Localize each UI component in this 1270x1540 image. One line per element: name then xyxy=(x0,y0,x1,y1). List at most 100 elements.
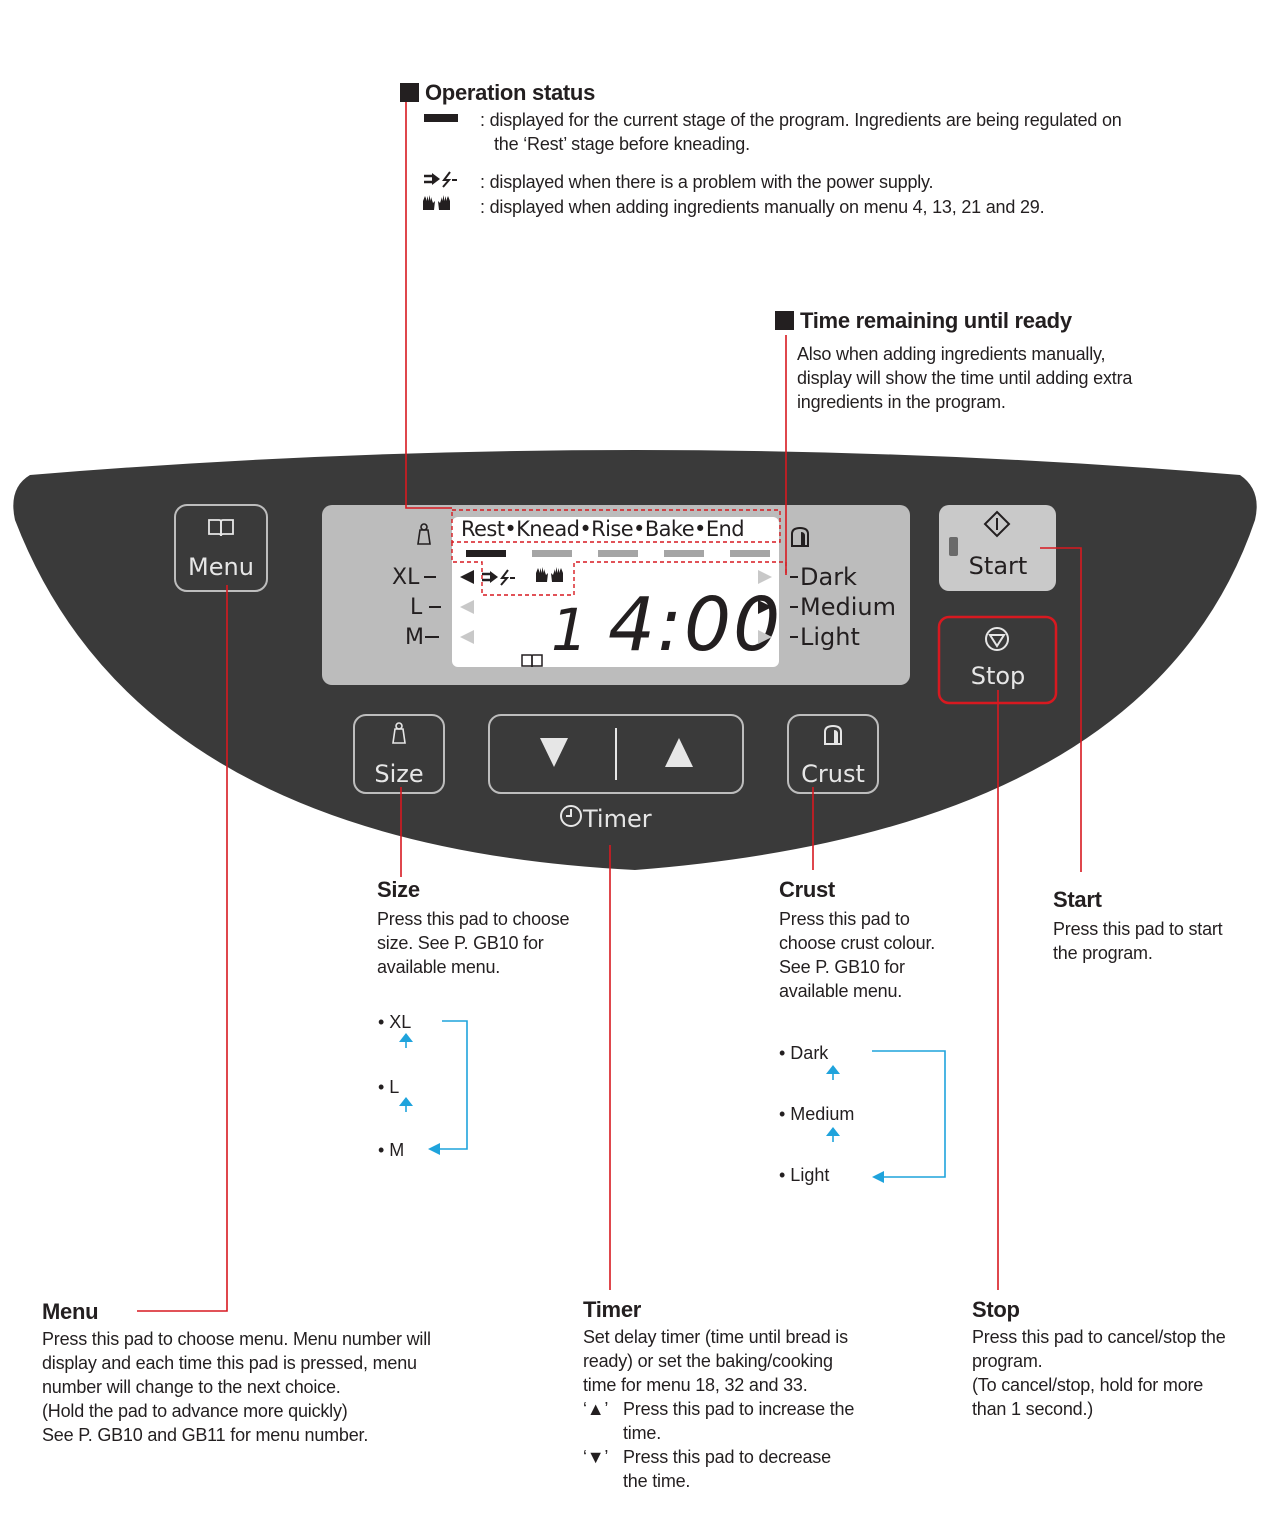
stop-note-line: (To cancel/stop, hold for more xyxy=(972,1375,1204,1395)
menu-note-line: display and each time this pad is presse… xyxy=(42,1353,417,1373)
start-note-title: Start xyxy=(1053,887,1102,912)
stage-label-bake: Bake xyxy=(645,517,694,541)
operation-status-block: Operation status xyxy=(400,80,595,106)
crust-level-medium: Medium xyxy=(800,593,896,621)
icon-highlight-box xyxy=(451,542,787,596)
size-pointer-xl-icon xyxy=(460,570,474,584)
crust-button-label: Crust xyxy=(801,760,865,788)
time-remaining-block: Time remaining until ready xyxy=(775,308,1072,334)
size-note-line: available menu. xyxy=(377,957,501,977)
control-panel: Menu Rest•Knead•Rise•Bake•End XL L M xyxy=(13,450,1257,870)
crust-note: Crust Press this pad to choose crust col… xyxy=(779,877,935,1003)
size-note: Size Press this pad to choose size. See … xyxy=(377,877,570,979)
weight-icon xyxy=(417,523,431,545)
menu-button-label: Menu xyxy=(188,553,254,581)
menu-note: Menu Press this pad to choose menu. Menu… xyxy=(42,1299,431,1447)
square-bullet-icon xyxy=(775,311,794,330)
size-button-label: Size xyxy=(374,760,423,788)
timer-buttons xyxy=(488,714,744,794)
square-bullet-icon xyxy=(400,83,419,102)
start-icon xyxy=(983,510,1011,538)
start-button[interactable]: Start xyxy=(939,505,1056,591)
timer-note: Timer Set delay timer (time until bread … xyxy=(583,1297,854,1493)
status-item-power: : displayed when there is a problem with… xyxy=(480,172,934,192)
time-remaining-title: Time remaining until ready xyxy=(775,308,1072,334)
menu-button[interactable]: Menu xyxy=(174,504,268,592)
stage-bar-bake xyxy=(664,550,704,557)
crust-note-line: Press this pad to xyxy=(779,909,910,929)
time-display: 4:00 xyxy=(608,582,782,668)
crust-button[interactable]: Crust xyxy=(787,714,879,794)
status-item-bar: : displayed for the current stage of the… xyxy=(480,110,1122,154)
stage-label-rise: Rise xyxy=(591,517,633,541)
menu-number-display: 1 xyxy=(551,596,588,664)
start-note: Start Press this pad to start the progra… xyxy=(1053,887,1223,965)
timer-label: Timer xyxy=(582,805,652,833)
lcd-hands-icon xyxy=(536,567,563,582)
menu-note-line: Press this pad to choose menu. Menu numb… xyxy=(42,1329,431,1349)
stop-note-line: Press this pad to cancel/stop the xyxy=(972,1327,1226,1347)
stage-highlight-box xyxy=(451,509,781,543)
timer-note-title: Timer xyxy=(583,1297,642,1322)
timer-note-line: Set delay timer (time until bread is xyxy=(583,1327,848,1347)
crust-note-title: Crust xyxy=(779,877,835,902)
stop-note-line: than 1 second.) xyxy=(972,1399,1094,1419)
stage-label-rest: Rest xyxy=(461,517,505,541)
start-button-label: Start xyxy=(969,552,1028,580)
start-note-line: the program. xyxy=(1053,943,1153,963)
size-button[interactable]: Size xyxy=(353,714,445,794)
size-pointer-m-icon xyxy=(460,630,474,644)
stage-bar-end xyxy=(730,550,770,557)
timer-down-button[interactable] xyxy=(491,717,615,791)
size-level-l: L xyxy=(410,595,423,620)
size-option-l: • L xyxy=(378,1077,400,1097)
size-option-xl: • XL xyxy=(378,1012,412,1032)
crust-note-line: choose crust colour. xyxy=(779,933,936,953)
timer-note-line: time for menu 18, 32 and 33. xyxy=(583,1375,808,1395)
size-option-m: • M xyxy=(378,1140,405,1160)
stop-icon xyxy=(985,627,1009,651)
stage-label-knead: Knead xyxy=(516,517,579,541)
size-weight-icon xyxy=(392,722,406,744)
lcd-bread-icon xyxy=(791,526,809,547)
timer-note-line: ready) or set the baking/cooking xyxy=(583,1351,833,1371)
start-note-line: Press this pad to start xyxy=(1053,919,1223,939)
status-item-hands: : displayed when adding ingredients manu… xyxy=(480,197,1045,217)
lcd-power-problem-icon xyxy=(482,569,515,586)
stop-note-title: Stop xyxy=(972,1297,1020,1322)
timer-up-key: ‘▲’ xyxy=(583,1399,609,1419)
lcd-display: Rest•Knead•Rise•Bake•End XL L M xyxy=(322,505,910,685)
stage-separator: • xyxy=(633,517,645,541)
crust-option-dark: • Dark xyxy=(779,1043,829,1063)
timer-down-key: ‘▼’ xyxy=(583,1447,609,1467)
menu-note-line: number will change to the next choice. xyxy=(42,1377,341,1397)
crust-note-line: See P. GB10 for xyxy=(779,957,905,977)
triangle-down-icon xyxy=(540,738,568,767)
crust-pointer-medium-icon xyxy=(758,600,772,614)
triangle-up-icon xyxy=(665,738,693,767)
size-note-line: size. See P. GB10 for xyxy=(377,933,544,953)
crust-option-light: • Light xyxy=(779,1165,830,1185)
stage-separator: • xyxy=(504,517,516,541)
timer-up-button[interactable] xyxy=(618,717,742,791)
size-level-m: M xyxy=(405,625,424,650)
size-note-line: Press this pad to choose xyxy=(377,909,570,929)
time-remaining-desc: Also when adding ingredients manually, d… xyxy=(797,344,1133,412)
crust-note-line: available menu. xyxy=(779,981,903,1001)
stop-note-line: program. xyxy=(972,1351,1043,1371)
crust-level-dark: Dark xyxy=(800,563,857,591)
size-pointer-l-icon xyxy=(460,600,474,614)
stage-bar-rise xyxy=(598,550,638,557)
lcd-book-icon xyxy=(521,654,543,668)
size-level-xl: XL xyxy=(392,565,420,590)
crust-pointer-dark-icon xyxy=(758,570,772,584)
stop-note: Stop Press this pad to cancel/stop the p… xyxy=(972,1297,1226,1421)
operation-status-title: Operation status xyxy=(400,80,595,106)
timer-clock-icon xyxy=(560,805,582,827)
crust-pointer-light-icon xyxy=(758,630,772,644)
stop-button-label: Stop xyxy=(971,662,1026,690)
